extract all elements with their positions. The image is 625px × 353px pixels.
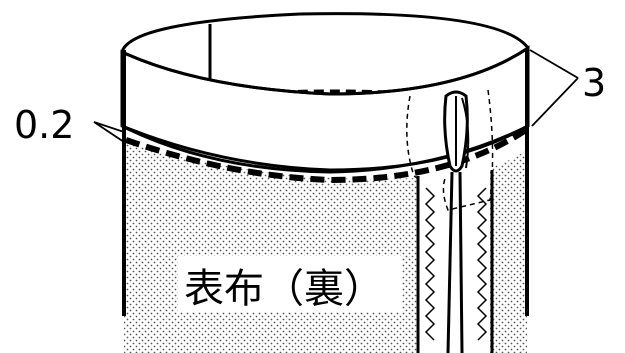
inner-stitch-line	[217, 89, 451, 99]
measure-0-2-label: 0.2	[14, 103, 74, 147]
fabric-body	[124, 142, 527, 353]
waistband-rim-front-edge	[121, 46, 529, 96]
zigzag-right	[476, 187, 488, 341]
fabric-right-panel	[490, 150, 527, 353]
zipper-tape-line	[461, 97, 470, 169]
topstitch-line	[125, 127, 528, 184]
leader-0-2-lower	[93, 121, 125, 143]
opening-mid-line-b	[458, 171, 464, 353]
leader-3-lower	[531, 77, 579, 127]
opening-mid-line-a	[446, 171, 454, 353]
fabric-label-backing	[178, 256, 402, 312]
placket-left-outline	[406, 95, 421, 181]
zigzag-left	[424, 187, 436, 341]
fabric-label: 表布（裏）	[184, 266, 384, 312]
zipper-placket	[406, 89, 494, 211]
leader-3-upper	[529, 49, 579, 79]
waistband-seam-line	[121, 124, 529, 172]
leader-0-2-upper	[93, 121, 125, 133]
measure-3-label: 3	[582, 61, 606, 105]
placket-right-outline	[442, 89, 494, 211]
